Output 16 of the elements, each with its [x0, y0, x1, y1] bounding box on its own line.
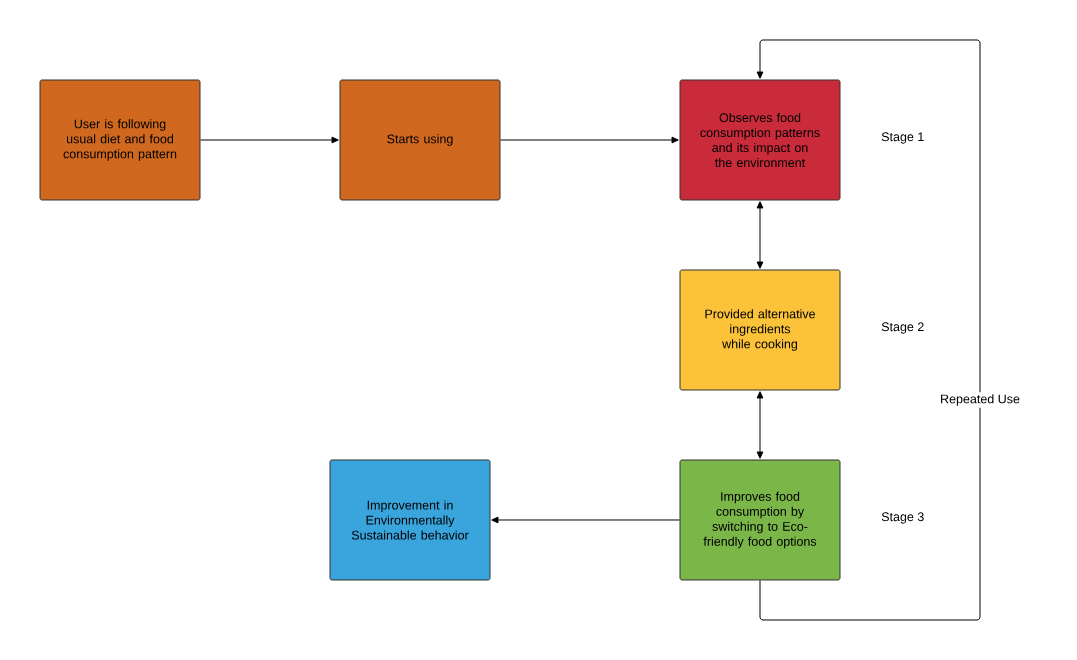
arrow [500, 136, 679, 144]
arrow [756, 39, 981, 621]
stage-label: Stage 3 [881, 512, 924, 524]
process-box: Improvement in Environmentally Sustainable behavior [329, 459, 491, 581]
edge-label: Repeated Use [941, 394, 1020, 406]
arrow [200, 136, 339, 144]
process-box: Improves food consumption by switching to Eco-friendly food options [679, 459, 841, 581]
process-box: Starts using [339, 79, 501, 201]
process-box: Observes food consumption patterns and its impact on the environment [679, 79, 841, 201]
process-box: User is following usual diet and food consumption pattern [39, 79, 201, 201]
stage-label: Stage 1 [881, 132, 924, 144]
arrow [491, 516, 680, 524]
process-box: Provided alternative ingredients while cooking [679, 269, 841, 391]
stage-label: Stage 2 [881, 322, 924, 334]
arrow [756, 201, 764, 269]
arrow [756, 391, 764, 459]
